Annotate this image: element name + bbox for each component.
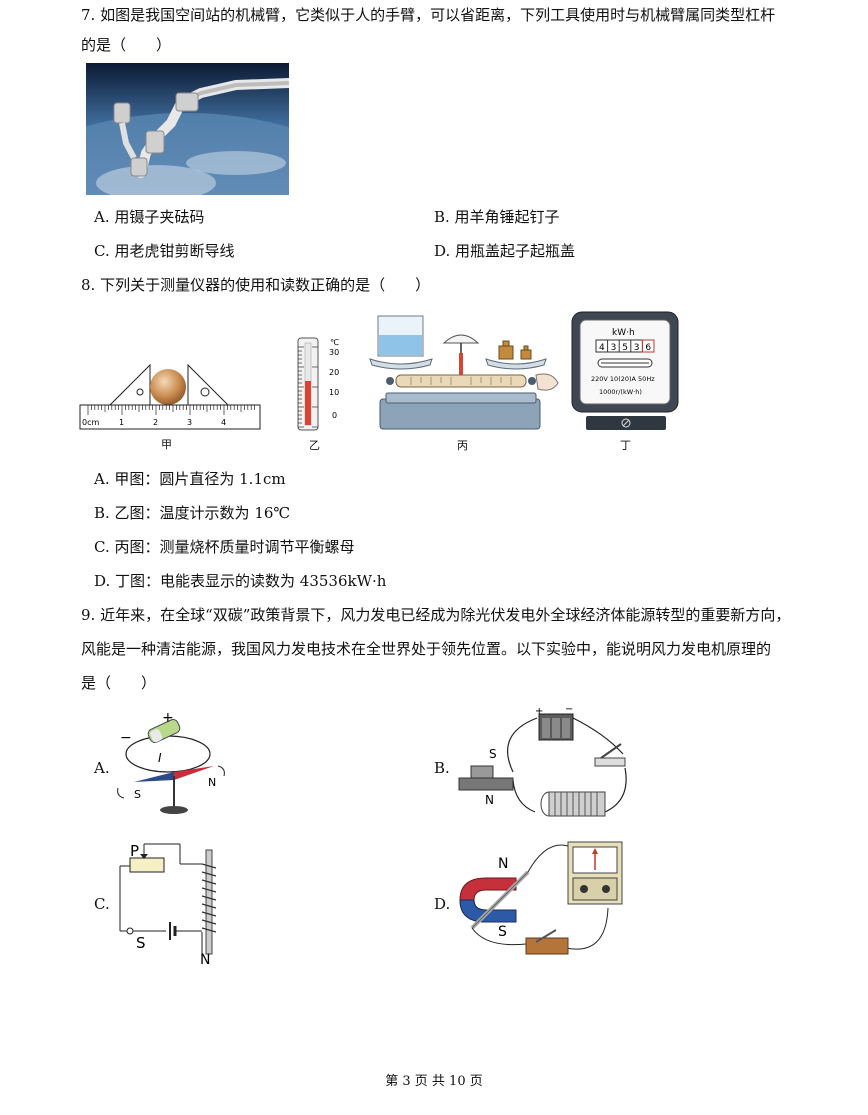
ruler-tick-label: 2 (153, 418, 158, 427)
thermometer-unit: ℃ (330, 338, 339, 347)
thermometer-tick-label: 0 (332, 411, 337, 420)
figure-label-bing: 丙 (457, 439, 468, 452)
q9-option-b[interactable]: B. (434, 759, 450, 777)
page-footer: 第 3 页 共 10 页 (385, 1074, 483, 1089)
battery-minus: − (565, 704, 573, 715)
magnet-south-label: S (489, 747, 497, 761)
q7-option-b[interactable]: B. 用羊角锤起钉子 (434, 208, 560, 226)
oersted-experiment-figure: + − I S N (112, 708, 240, 820)
thermometer-figure: ℃ 30 20 10 0 (292, 335, 352, 435)
q8-option-a[interactable]: A. 甲图：圆片直径为 1.1cm (94, 470, 286, 488)
q8-option-d[interactable]: D. 丁图：电能表显示的读数为 43536kW·h (94, 572, 387, 590)
electromagnetic-induction-figure: N S (456, 838, 626, 966)
q9-stem-line2: 风能是一种清洁能源，我国风力发电技术在全世界处于领先位置。以下实验中，能说明风力… (81, 640, 772, 658)
magnet-south-label: S (498, 924, 507, 940)
switch-s-label: S (136, 934, 146, 952)
thermometer-tick-label: 10 (329, 388, 339, 397)
ruler-tick-label: 4 (221, 418, 226, 427)
q7-stem-line2: 的是（ ） (81, 36, 172, 54)
meter-unit-label: kW·h (612, 328, 635, 338)
q8-option-c[interactable]: C. 丙图：测量烧杯质量时调节平衡螺母 (94, 538, 355, 556)
q8-option-b[interactable]: B. 乙图：温度计示数为 16℃ (94, 504, 291, 522)
q9-option-d[interactable]: D. (434, 895, 451, 913)
compass-south-label: S (134, 788, 141, 801)
meter-digit: 5 (622, 343, 628, 353)
q7-option-c[interactable]: C. 用老虎钳剪断导线 (94, 242, 235, 260)
q9-stem-line3: 是（ ） (81, 674, 157, 692)
q9-option-a[interactable]: A. (94, 759, 110, 777)
electromagnet-n-label: N (200, 952, 210, 966)
electromagnet-circuit-figure: P S N (114, 836, 226, 968)
rheostat-p-label: P (130, 842, 139, 860)
thermometer-tick-label: 20 (329, 368, 339, 377)
q9-stem-line1: 9. 近年来，在全球“双碳”政策背景下，风力发电已经成为除光伏发电外全球经济体能… (81, 606, 791, 624)
battery-plus: + (535, 706, 543, 717)
electromagnetic-circuit-figure: + − S N (455, 704, 635, 826)
meter-digit: 4 (599, 343, 605, 353)
meter-spec: 220V 10(20)A 50Hz (591, 375, 655, 383)
current-label: I (158, 751, 162, 765)
q8-stem: 8. 下列关于测量仪器的使用和读数正确的是（ ） (81, 276, 431, 294)
q7-option-d[interactable]: D. 用瓶盖起子起瓶盖 (434, 242, 576, 260)
ruler-tick-label: 1 (119, 418, 124, 427)
meter-constant: 1000r/(kW·h) (599, 388, 642, 396)
figure-label-yi: 乙 (309, 439, 320, 452)
ruler-figure: 0cm 1 2 3 4 (78, 360, 263, 432)
meter-digit: 3 (634, 343, 640, 353)
electric-meter-figure: kW·h 4 3 5 3 6 220V 10(20)A 50Hz 1000r/(… (570, 310, 682, 434)
ruler-tick-label: 3 (187, 418, 192, 427)
figure-label-ding: 丁 (620, 439, 631, 452)
q7-option-a[interactable]: A. 用镊子夹砝码 (94, 208, 205, 226)
figure-label-jia: 甲 (161, 438, 172, 451)
q7-stem-line1: 7. 如图是我国空间站的机械臂，它类似于人的手臂，可以省距离，下列工具使用时与机… (81, 6, 776, 24)
q9-option-c[interactable]: C. (94, 895, 110, 913)
meter-digit: 6 (645, 343, 651, 353)
battery-plus: + (162, 710, 174, 726)
meter-digit: 3 (611, 343, 617, 353)
balance-figure (366, 313, 561, 433)
battery-minus: − (120, 730, 132, 746)
ruler-unit-label: 0cm (82, 418, 99, 427)
magnet-north-label: N (485, 793, 494, 807)
space-station-arm-photo (0, 63, 376, 293)
magnet-north-label: N (498, 856, 508, 872)
thermometer-tick-label: 30 (329, 348, 339, 357)
compass-north-label: N (208, 776, 216, 789)
